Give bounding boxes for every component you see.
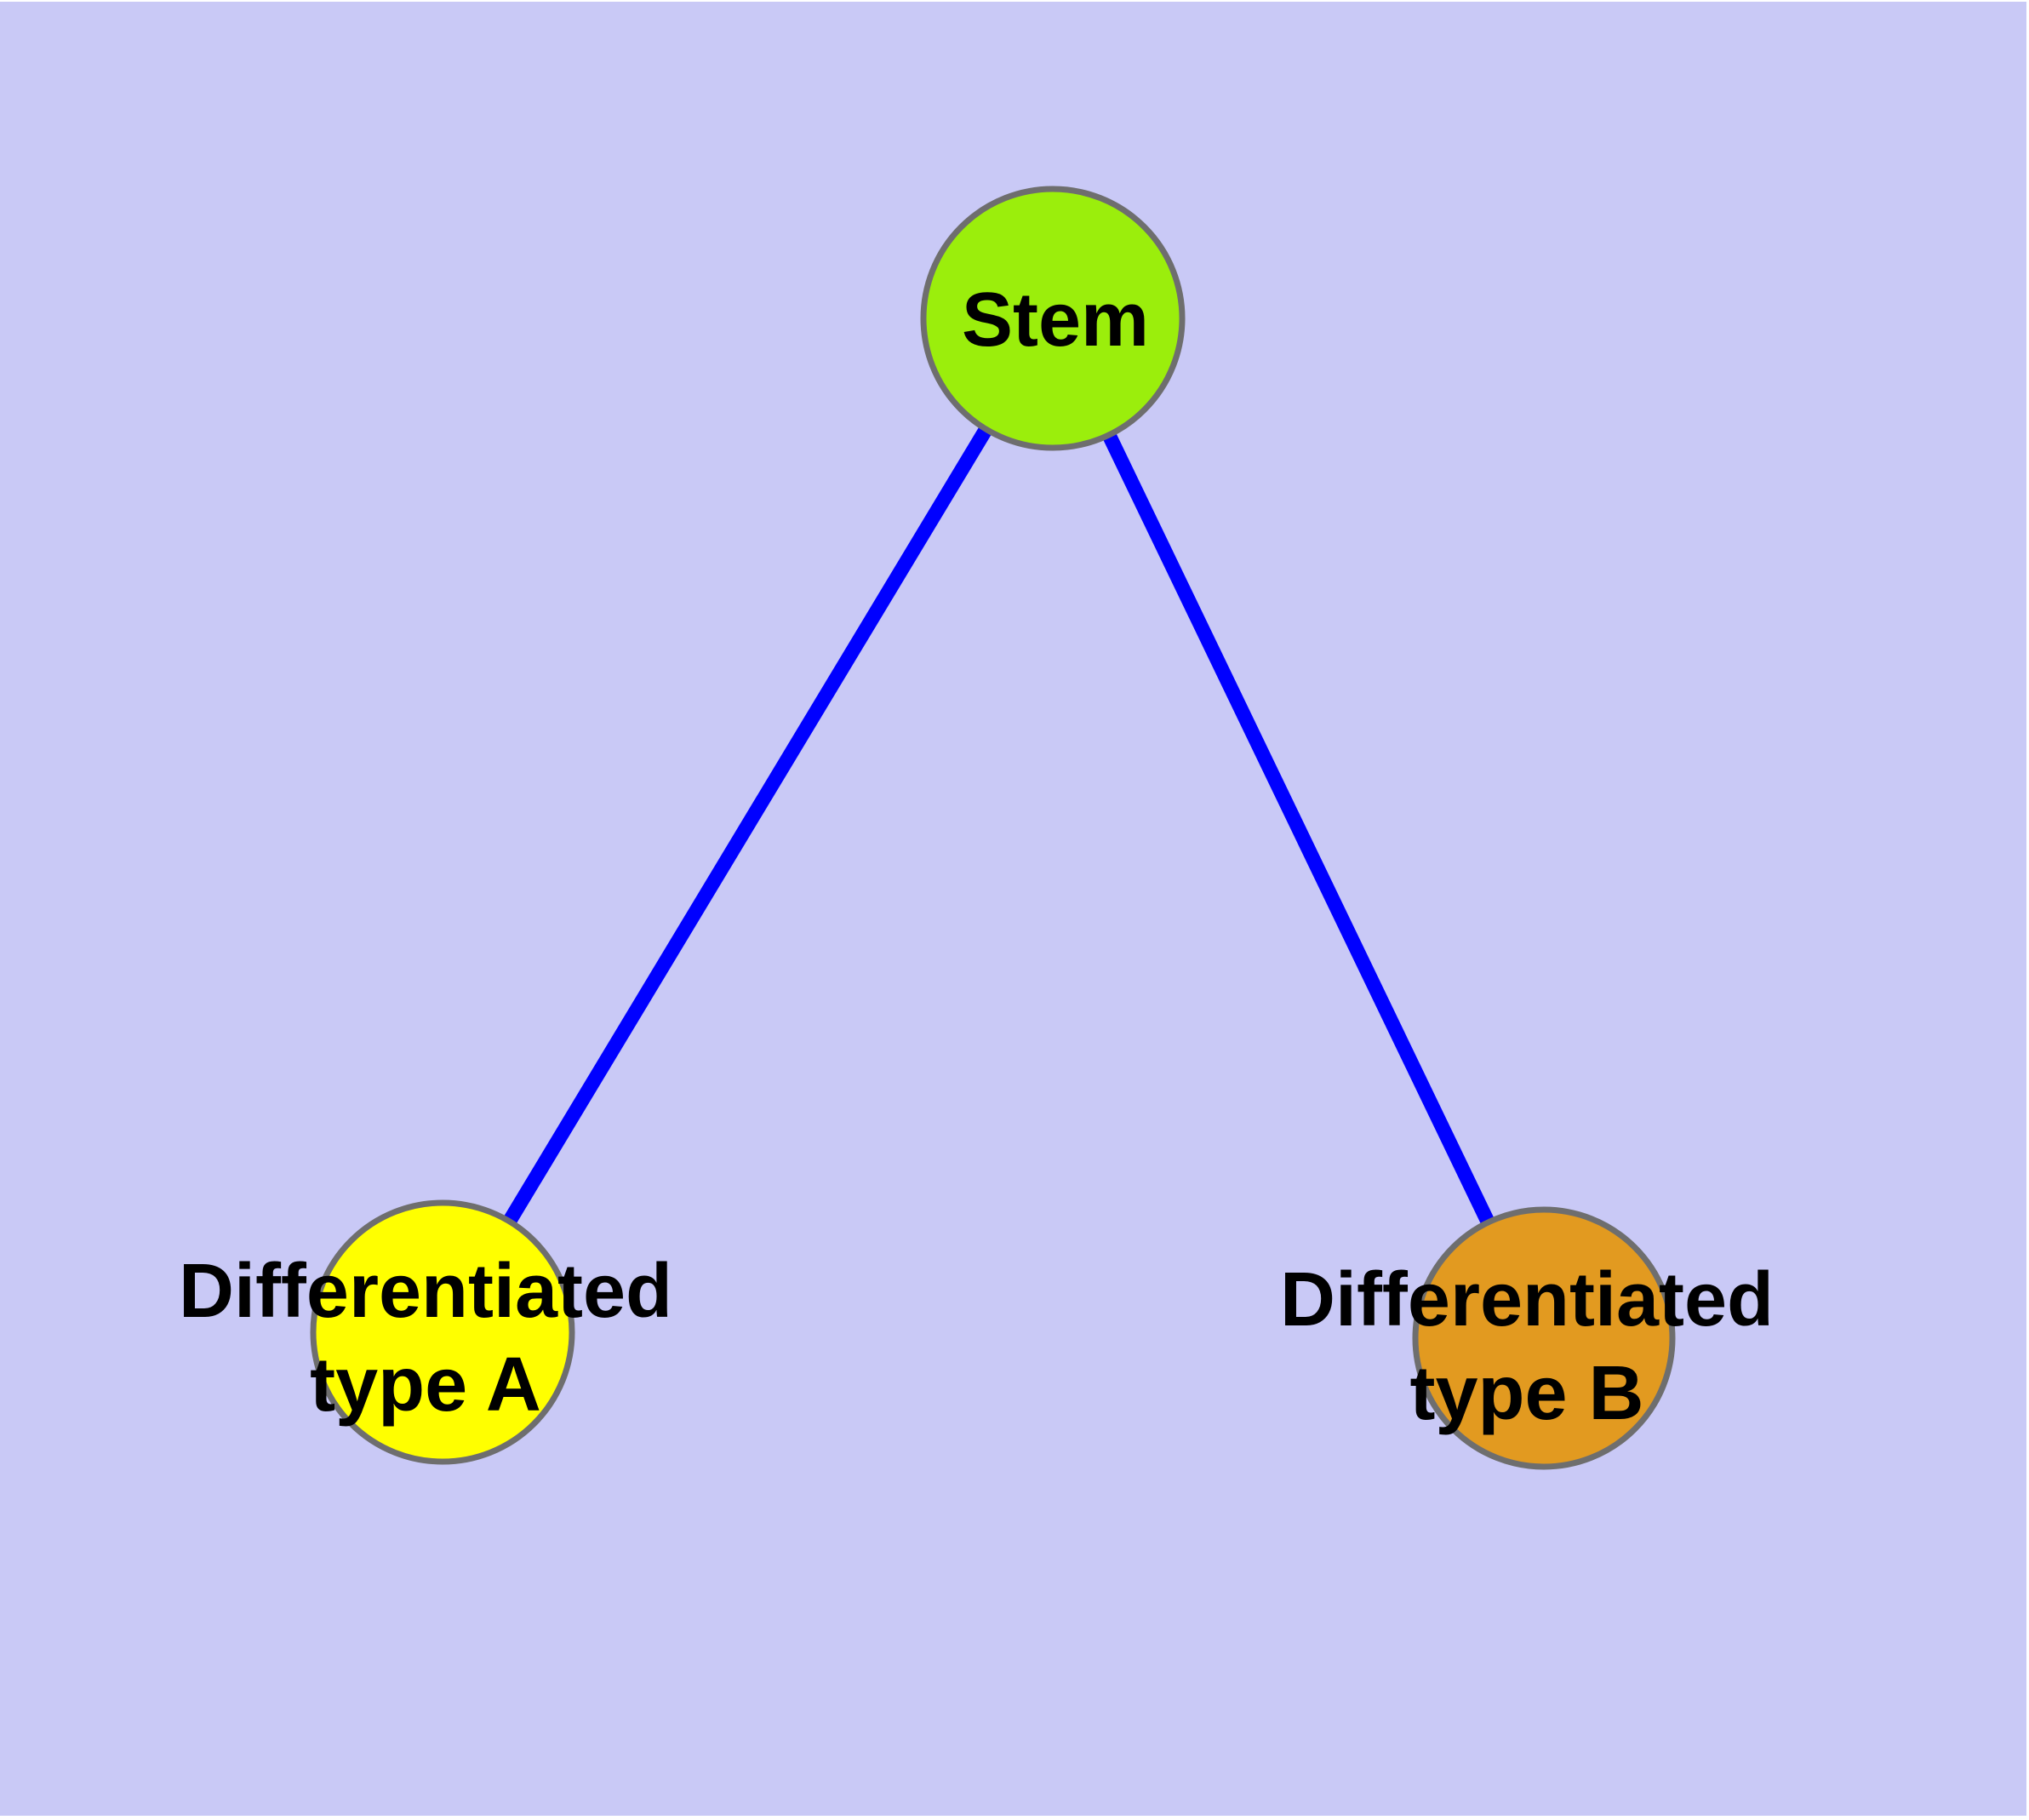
type-a-label-line-2: type A [310, 1342, 541, 1428]
edge-stem-to-type-b [1046, 315, 1551, 1342]
type-a-label-line-1: Differentiated [179, 1249, 672, 1334]
stem-node-label: Stem [962, 278, 1149, 363]
type-b-label-line-2: type B [1409, 1351, 1643, 1436]
type-b-label-line-1: Differentiated [1280, 1257, 1774, 1342]
stem-node [920, 186, 1186, 451]
differentiated-type-a-node [310, 1199, 575, 1465]
edge-stem-to-type-a [436, 314, 1060, 1336]
differentiated-type-b-node [1412, 1206, 1676, 1470]
